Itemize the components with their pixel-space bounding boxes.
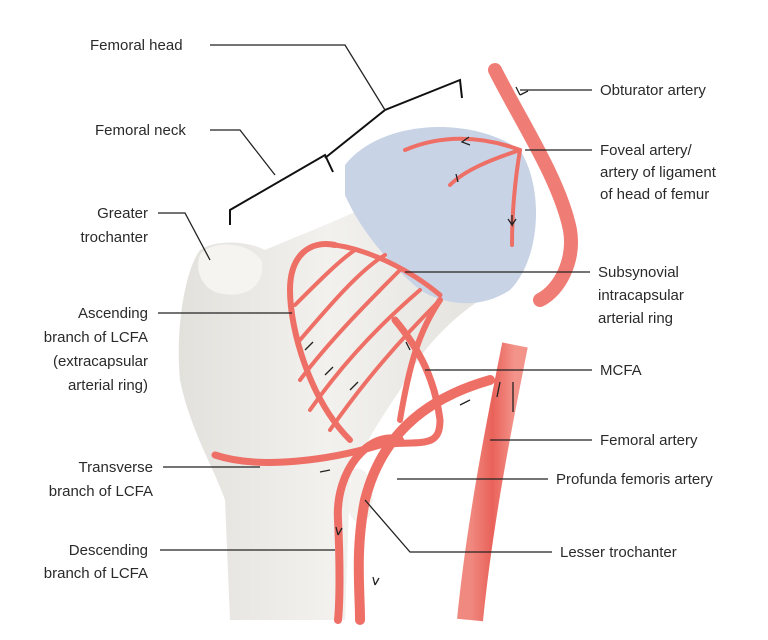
label-greater-trochanter: Greater trochanter xyxy=(80,205,148,246)
label-line: branch of LCFA xyxy=(44,329,148,346)
label-line: Transverse xyxy=(79,459,153,476)
label-line: Descending xyxy=(69,542,148,559)
label-ascending-branch: Ascending branch of LCFA (extracapsular … xyxy=(44,305,148,394)
femoral-head-bracket xyxy=(324,78,463,159)
label-line: intracapsular xyxy=(598,287,684,304)
label-line: Subsynovial xyxy=(598,264,679,281)
mcfa-artery xyxy=(397,297,443,423)
label-line: Ascending xyxy=(78,305,148,322)
label-lesser-trochanter: Lesser trochanter xyxy=(560,544,677,561)
descending-branch-lcfa xyxy=(333,434,404,624)
leader-lines xyxy=(158,44,592,553)
label-obturator-artery: Obturator artery xyxy=(600,82,706,99)
foveal-branch-upper xyxy=(403,136,522,152)
flow-arrows xyxy=(304,86,529,586)
label-line: trochanter xyxy=(80,229,148,246)
label-femoral-neck: Femoral neck xyxy=(95,122,186,139)
retinacular-arteries xyxy=(293,248,442,432)
label-line: branch of LCFA xyxy=(49,483,153,500)
greater-trochanter xyxy=(198,244,263,295)
arteries xyxy=(211,63,578,625)
foveal-branch-lower xyxy=(510,148,522,247)
subsynovial-ring xyxy=(332,242,443,298)
femoral-artery xyxy=(457,342,528,622)
obturator-artery xyxy=(488,63,578,307)
foveal-branch-middle xyxy=(448,148,522,187)
label-line: artery of ligament xyxy=(600,164,717,181)
label-line: arterial ring) xyxy=(68,377,148,394)
label-foveal-artery: Foveal artery/ artery of ligament of hea… xyxy=(600,142,717,203)
label-line: (extracapsular xyxy=(53,353,148,370)
label-line: Greater xyxy=(97,205,148,222)
label-subsynovial-ring: Subsynovial intracapsular arterial ring xyxy=(598,264,684,327)
transverse-branch-and-mcfa xyxy=(211,316,444,466)
label-femoral-artery: Femoral artery xyxy=(600,432,698,449)
femoral-neck-bracket xyxy=(229,153,334,225)
femoral-head xyxy=(345,127,537,304)
label-line: arterial ring xyxy=(598,310,673,327)
label-line: branch of LCFA xyxy=(44,565,148,582)
label-line: of head of femur xyxy=(600,186,709,203)
label-descending-branch: Descending branch of LCFA xyxy=(44,542,148,582)
label-mcfa: MCFA xyxy=(600,362,642,379)
ascending-branch-lcfa xyxy=(286,241,353,443)
label-femoral-head: Femoral head xyxy=(90,37,183,54)
label-line: Foveal artery/ xyxy=(600,142,693,159)
label-profunda-femoris: Profunda femoris artery xyxy=(556,471,713,488)
label-transverse-branch: Transverse branch of LCFA xyxy=(49,459,153,500)
